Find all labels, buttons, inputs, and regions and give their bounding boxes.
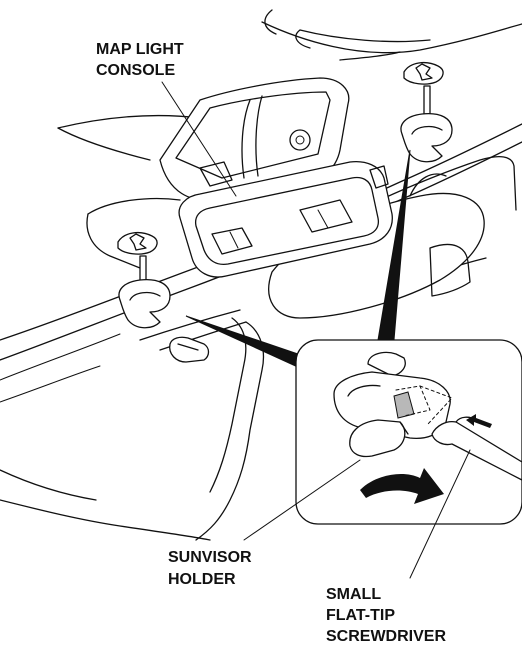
- label-sunvisor-holder: SUNVISOR HOLDER: [168, 549, 252, 588]
- label-line: HOLDER: [168, 571, 236, 588]
- push-arrow-icon: [466, 414, 492, 428]
- curved-arrow-icon: [360, 468, 444, 504]
- right-sunvisor-clip: [400, 61, 453, 163]
- label-line: SUNVISOR: [168, 549, 252, 566]
- label-line: MAP LIGHT: [96, 41, 184, 58]
- sunvisor-hook: [169, 336, 210, 363]
- map-light-console: [159, 77, 393, 278]
- leader-lines: [161, 81, 471, 579]
- zoom-detail-box: [295, 339, 522, 525]
- label-line: CONSOLE: [96, 62, 175, 79]
- label-small-flat-tip-screwdriver: SMALL FLAT-TIP SCREWDRIVER: [326, 586, 446, 645]
- label-line: SCREWDRIVER: [326, 628, 446, 645]
- map-light-console-leader: [161, 81, 237, 197]
- sunvisor-holder-leader: [243, 459, 361, 541]
- screwdriver-leader: [409, 449, 471, 579]
- label-line: SMALL: [326, 586, 381, 603]
- label-map-light-console: MAP LIGHT CONSOLE: [96, 41, 184, 79]
- left-sunvisor-clip: [117, 231, 171, 329]
- label-line: FLAT-TIP: [326, 607, 395, 624]
